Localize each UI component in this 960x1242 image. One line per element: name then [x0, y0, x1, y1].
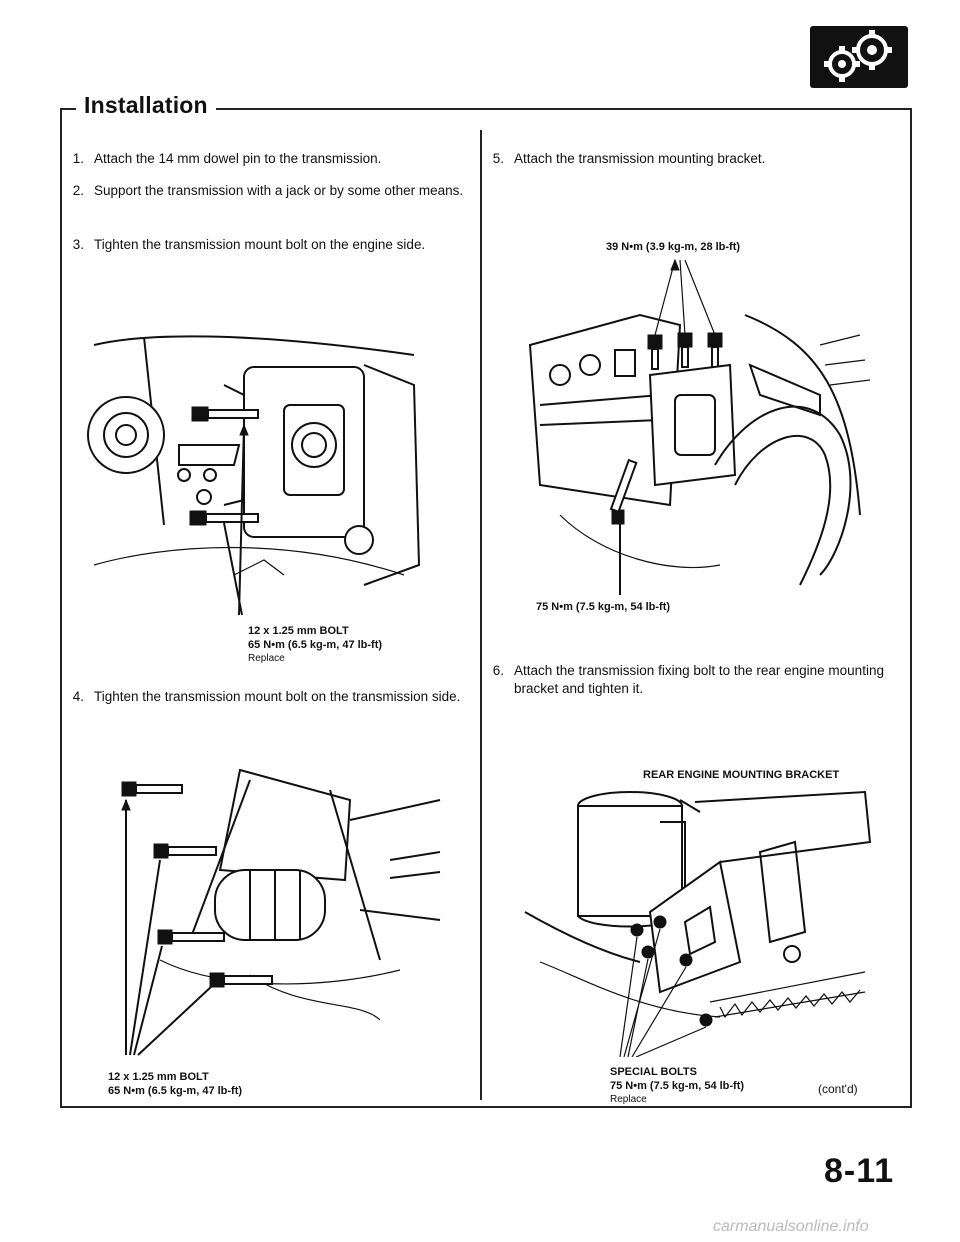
- fig6-torque: 75 N•m (7.5 kg-m, 54 lb-ft): [610, 1080, 745, 1092]
- step-1-number: 1.: [72, 151, 84, 166]
- fig6-replace-note: Replace: [610, 1094, 647, 1105]
- bolt-1: [121, 781, 183, 797]
- step-6-text: Attach the transmission fixing bolt to t…: [514, 663, 884, 696]
- bolt-4: [209, 972, 273, 988]
- bolt-lower: [189, 510, 259, 526]
- rear-engine-mounting-bracket-illustration: [524, 790, 872, 1057]
- section-title: Installation: [76, 92, 216, 119]
- step-2-number: 2.: [72, 183, 84, 198]
- step-2-text: Support the transmission with a jack or …: [94, 183, 464, 198]
- special-bolt-1: [630, 923, 644, 937]
- bolt-upper: [191, 406, 259, 422]
- step-4-number: 4.: [72, 689, 84, 704]
- bracket-bolt-1: [647, 334, 663, 370]
- fig6-caption: SPECIAL BOLTS 75 N•m (7.5 kg-m, 54 lb-ft…: [610, 1065, 810, 1107]
- fig6-bolt-name: SPECIAL BOLTS: [610, 1066, 697, 1078]
- fig5-top-torque: 39 N•m (3.9 kg-m, 28 lb-ft): [606, 241, 741, 253]
- step-5-number: 5.: [492, 151, 504, 166]
- bolt-2: [153, 843, 217, 859]
- content-frame: [60, 108, 912, 1108]
- fig5-bottom-torque: 75 N•m (7.5 kg-m, 54 lb-ft): [536, 601, 671, 613]
- bracket-bolt-2: [677, 332, 693, 368]
- fig3-torque: 65 N•m (6.5 kg-m, 47 lb-ft): [248, 639, 383, 651]
- engine-side-mount-illustration: [87, 335, 421, 615]
- fig6-top-label: REAR ENGINE MOUNTING BRACKET: [643, 769, 840, 781]
- fig3-bolt-size: 12 x 1.25 mm BOLT: [248, 625, 349, 637]
- fig3-replace-note: Replace: [248, 653, 285, 664]
- title-rule: [60, 108, 76, 110]
- special-bolt-2: [653, 915, 667, 929]
- special-bolt-5: [699, 1013, 713, 1027]
- page-number: 8-11: [824, 1152, 895, 1190]
- fig3-caption: 12 x 1.25 mm BOLT 65 N•m (6.5 kg-m, 47 l…: [248, 624, 468, 666]
- continued-label: (cont'd): [818, 1082, 858, 1096]
- step-6-number: 6.: [492, 663, 504, 678]
- step-3-number: 3.: [72, 237, 84, 252]
- step-3-text: Tighten the transmission mount bolt on t…: [94, 237, 426, 252]
- bolt-3: [157, 929, 225, 945]
- transmission-side-mount-illustration: [121, 768, 441, 1056]
- fig4-torque: 65 N•m (6.5 kg-m, 47 lb-ft): [108, 1085, 243, 1097]
- step-1-text: Attach the 14 mm dowel pin to the transm…: [94, 151, 382, 166]
- mounting-bracket-illustration: [528, 258, 871, 595]
- step-5-text: Attach the transmission mounting bracket…: [514, 151, 766, 166]
- bracket-bolt-3: [707, 332, 723, 368]
- footer-watermark: carmanualsonline.info: [713, 1218, 869, 1235]
- fig4-caption: 12 x 1.25 mm BOLT 65 N•m (6.5 kg-m, 47 l…: [108, 1070, 348, 1098]
- fig4-bolt-size: 12 x 1.25 mm BOLT: [108, 1071, 209, 1083]
- fixing-bolt: [609, 458, 638, 525]
- column-divider: [480, 130, 482, 1100]
- special-bolt-4: [679, 953, 693, 967]
- step-4-text: Tighten the transmission mount bolt on t…: [94, 689, 461, 704]
- gears-icon: [810, 26, 908, 88]
